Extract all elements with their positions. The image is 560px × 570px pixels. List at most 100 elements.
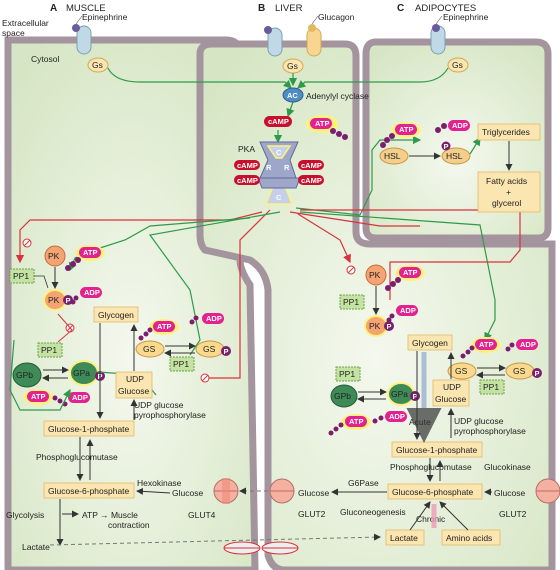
svg-text:ATP: ATP xyxy=(403,268,417,277)
svg-text:PP1: PP1 xyxy=(483,382,499,392)
adipocyte-atp: ATP xyxy=(380,122,421,148)
svg-text:ATP: ATP xyxy=(31,392,45,401)
svg-text:P: P xyxy=(413,392,418,401)
svg-text:C: C xyxy=(397,3,404,14)
svg-text:Glucose-6-phosphate: Glucose-6-phosphate xyxy=(48,486,130,496)
svg-text:PK: PK xyxy=(369,321,381,331)
pka-label: PKA xyxy=(238,144,255,154)
svg-text:LIVER: LIVER xyxy=(275,3,303,14)
svg-text:PK: PK xyxy=(369,270,381,280)
svg-text:B: B xyxy=(258,3,265,14)
svg-text:GPb: GPb xyxy=(334,391,351,401)
svg-text:GS: GS xyxy=(513,366,526,376)
epinephrine-label-adipo: Epinephrine xyxy=(443,12,489,22)
svg-text:+: + xyxy=(506,187,511,197)
extracellular-label-1: Extracellular xyxy=(2,18,49,28)
gs-label-muscle: Gs xyxy=(92,60,103,70)
triglycerides-box: Triglycerides xyxy=(477,123,541,171)
svg-text:cAMP: cAMP xyxy=(301,161,322,170)
liver-glut2-left xyxy=(269,478,295,504)
adipocyte-receptor: Epinephrine Gs xyxy=(430,12,489,73)
svg-text:cAMP: cAMP xyxy=(268,117,289,126)
svg-text:Lactate: Lactate xyxy=(22,542,50,552)
svg-text:Glucokinase: Glucokinase xyxy=(484,462,531,472)
atp-top: ATP xyxy=(306,115,348,140)
adipocyte-adp: ADP xyxy=(435,120,470,133)
svg-text:contraction: contraction xyxy=(108,520,150,530)
svg-text:ATP: ATP xyxy=(315,119,329,128)
svg-text:GLUT2: GLUT2 xyxy=(298,509,326,519)
svg-text:Fatty acids: Fatty acids xyxy=(486,176,527,186)
svg-text:pyrophosphorylase: pyrophosphorylase xyxy=(454,426,526,436)
svg-text:P: P xyxy=(444,142,449,151)
svg-text:R: R xyxy=(266,163,272,172)
svg-text:glycerol: glycerol xyxy=(492,198,521,208)
ac-label: AC xyxy=(287,91,298,100)
svg-text:Glycogen: Glycogen xyxy=(98,310,134,320)
svg-text:P: P xyxy=(66,296,71,305)
hsl-p-label: HSL xyxy=(446,151,463,161)
svg-text:Lactate: Lactate xyxy=(390,533,418,543)
svg-text:P: P xyxy=(535,369,540,378)
svg-text:cAMP: cAMP xyxy=(237,176,258,185)
glut4-transporter xyxy=(213,478,239,504)
gs-label-liver: Gs xyxy=(287,61,298,71)
svg-text:GS: GS xyxy=(143,344,156,354)
svg-text:UDP glucose: UDP glucose xyxy=(134,400,184,410)
svg-text:Gluconeogenesis: Gluconeogenesis xyxy=(340,507,406,517)
svg-text:ADIPOCYTES: ADIPOCYTES xyxy=(415,3,476,14)
svg-text:ATP: ATP xyxy=(157,322,171,331)
svg-text:Hexokinase: Hexokinase xyxy=(137,478,182,488)
epinephrine-label-muscle: Epinephrine xyxy=(82,12,128,22)
muscle-lactate-transporter xyxy=(223,541,261,555)
liver-pk-pp1: PK ATP PP1 PK P ADP xyxy=(339,264,425,337)
svg-text:Chronic: Chronic xyxy=(416,514,446,524)
panel-header-a: A MUSCLE xyxy=(50,3,106,14)
liver-pp1-gp: PP1 GPb GPa P ATP ADP xyxy=(328,366,420,436)
signal-arrows xyxy=(107,67,449,144)
pka-complex: PKA C C R R cAMP cAMP cAMP cAMP xyxy=(234,141,324,205)
muscle-receptor: Epinephrine Gs xyxy=(72,12,128,73)
glucagon-label: Glucagon xyxy=(318,12,355,22)
liver-glut2-right xyxy=(535,478,560,504)
svg-text:PP1: PP1 xyxy=(41,345,57,355)
svg-text:GS: GS xyxy=(455,366,468,376)
svg-text:PP1: PP1 xyxy=(173,359,189,369)
adenylyl-cyclase-label: Adenylyl cyclase xyxy=(306,91,369,101)
svg-text:Glucose: Glucose xyxy=(298,488,329,498)
gs-label-adipo: Gs xyxy=(452,60,463,70)
muscle-pk-pp1: PK ATP PP1 PK P ADP xyxy=(9,245,105,311)
svg-text:C: C xyxy=(276,148,282,157)
liver-gs: ATP ADP GS GS P PP1 xyxy=(447,337,542,395)
svg-text:UDP: UDP xyxy=(126,374,144,384)
hsl-enzyme: HSL HSL P xyxy=(379,136,481,165)
svg-text:MUSCLE: MUSCLE xyxy=(66,3,106,14)
camp-pill-top: cAMP xyxy=(264,116,292,127)
extracellular-label-2: space xyxy=(2,28,25,38)
svg-text:Glycolysis: Glycolysis xyxy=(6,510,44,520)
svg-text:PK: PK xyxy=(48,251,60,261)
liver-receptors: Glucagon Gs xyxy=(264,12,355,74)
svg-text:Phosphoglucomutase: Phosphoglucomutase xyxy=(36,452,118,462)
svg-text:G6Pase: G6Pase xyxy=(348,478,379,488)
liver-lactate-transporter xyxy=(261,541,299,555)
svg-text:C: C xyxy=(276,193,282,202)
svg-text:Glucose-1-phosphate: Glucose-1-phosphate xyxy=(396,445,478,455)
svg-text:P: P xyxy=(387,322,392,331)
svg-text:GPb: GPb xyxy=(16,370,33,380)
svg-text:ADP: ADP xyxy=(520,340,536,349)
svg-text:PP1: PP1 xyxy=(343,297,359,307)
svg-text:ADP: ADP xyxy=(206,314,222,323)
cytosol-label: Cytosol xyxy=(31,54,59,64)
svg-text:UDP glucose: UDP glucose xyxy=(454,416,504,426)
svg-text:ADP: ADP xyxy=(400,306,416,315)
svg-text:Glucose: Glucose xyxy=(435,394,466,404)
svg-text:ATP: ATP xyxy=(349,417,363,426)
svg-text:GS: GS xyxy=(203,344,216,354)
svg-text:GPa: GPa xyxy=(73,368,90,378)
muscle-gs: ATP ADP GS GS P PP1 xyxy=(135,313,231,372)
panel-header-b: B LIVER xyxy=(258,3,303,14)
svg-text:cAMP: cAMP xyxy=(301,176,322,185)
svg-text:PP1: PP1 xyxy=(13,271,29,281)
